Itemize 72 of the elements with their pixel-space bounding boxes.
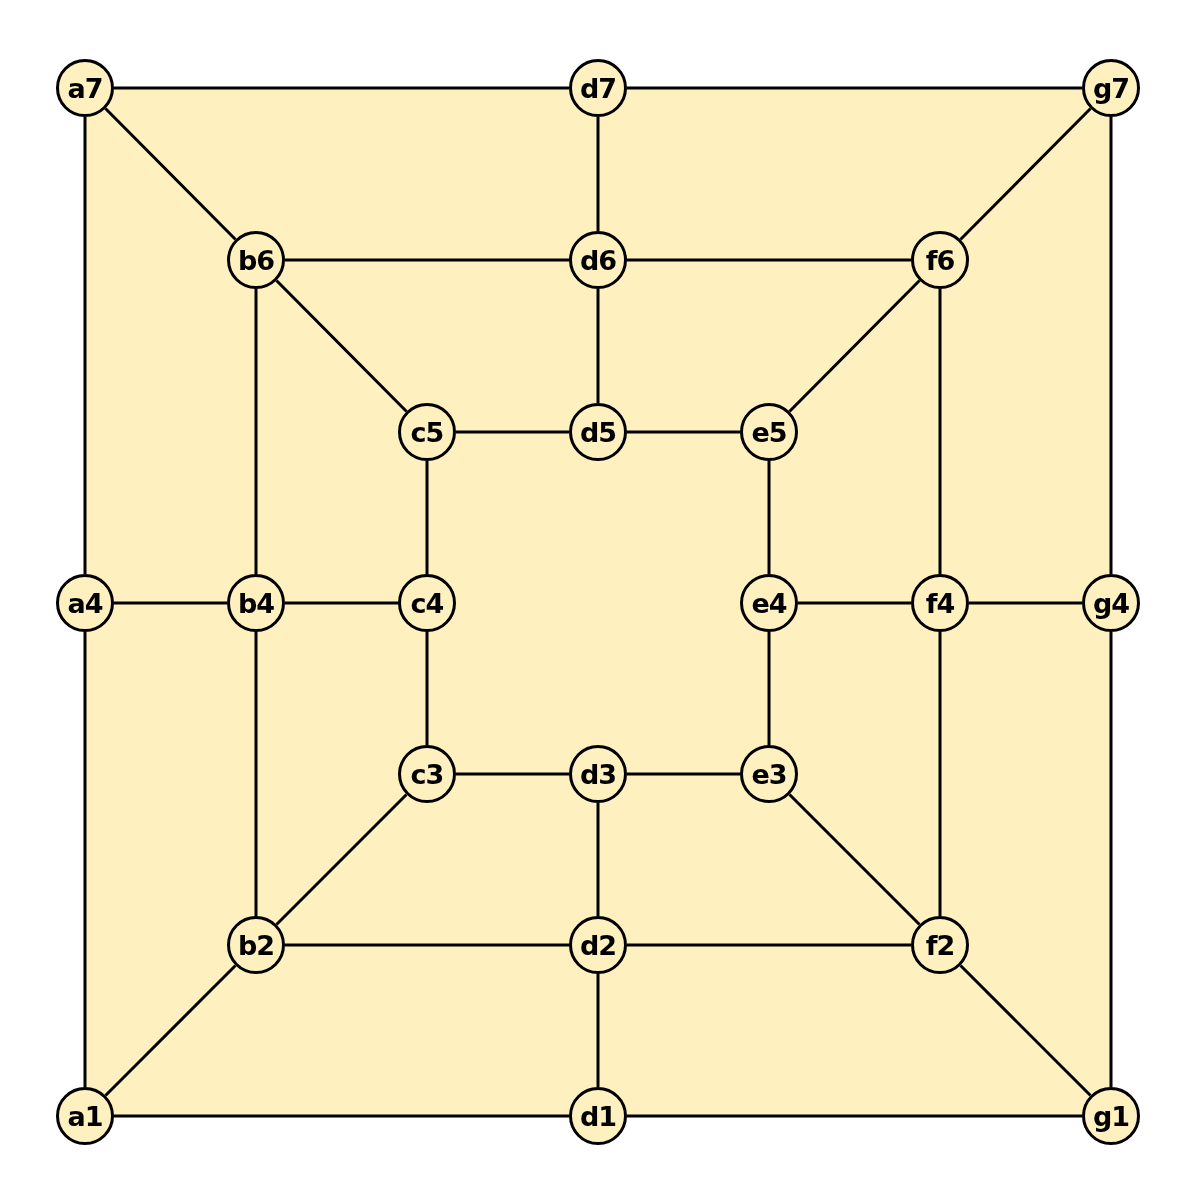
connector-line [798,601,911,605]
connector-line [627,943,911,947]
connector-line [627,772,740,776]
point-label: d1 [579,1100,617,1132]
connector-line [596,803,600,916]
connector-line [627,86,1082,90]
connector-line [938,289,942,574]
point-label: b2 [237,929,275,961]
connector-line [104,964,237,1097]
point-label: g1 [1092,1100,1130,1132]
connector-line [104,107,237,241]
point-label: e3 [751,758,787,790]
point-label: b4 [237,587,275,619]
point-label: g4 [1092,587,1130,619]
connector-line [596,974,600,1087]
point-circle [569,59,627,117]
connector-line [83,117,87,574]
connector-line [788,279,921,413]
connector-line [114,86,569,90]
point-circle [56,574,114,632]
connector-line [285,601,398,605]
connector-line [938,632,942,916]
connector-line [1109,117,1113,574]
point-label: d6 [579,244,617,276]
point-circle [1082,1087,1140,1145]
point-label: a4 [67,587,103,619]
point-label: f6 [925,244,955,276]
point-label: c5 [410,416,444,448]
point-circle [1082,59,1140,117]
point-circle [56,59,114,117]
connector-line [456,430,569,434]
connector-line [425,632,429,745]
point-label: d2 [579,929,617,961]
connector-line [456,772,569,776]
point-label: e5 [751,416,787,448]
point-circle [56,1087,114,1145]
point-label: c3 [410,758,444,790]
point-label: d3 [579,758,617,790]
point-label: f2 [925,929,955,961]
connector-line [275,279,408,413]
connector-line [425,461,429,574]
connector-line [596,289,600,403]
connector-line [285,258,569,262]
connector-line [114,601,227,605]
point-label: c4 [410,587,444,619]
connector-line [767,461,771,574]
point-label: e4 [751,587,787,619]
connector-line [275,793,408,926]
connector-line [959,107,1092,241]
connector-line [1109,632,1113,1087]
point-circle [569,1087,627,1145]
point-label: f4 [925,587,955,619]
connector-line [254,632,258,916]
connector-line [788,793,921,926]
connector-line [254,289,258,574]
point-circle [1082,574,1140,632]
connector-line [969,601,1082,605]
connector-line [959,964,1092,1097]
connector-line [627,258,911,262]
connector-line [285,943,569,947]
connector-line [627,430,740,434]
connector-line [627,1114,1082,1118]
point-label: a1 [67,1100,103,1132]
connector-line [767,632,771,745]
point-label: a7 [67,72,103,104]
connector-line [114,1114,569,1118]
point-label: b6 [237,244,275,276]
connector-line [83,632,87,1087]
point-label: d5 [579,416,617,448]
point-label: g7 [1092,72,1130,104]
connector-line [596,117,600,231]
point-label: d7 [579,72,617,104]
